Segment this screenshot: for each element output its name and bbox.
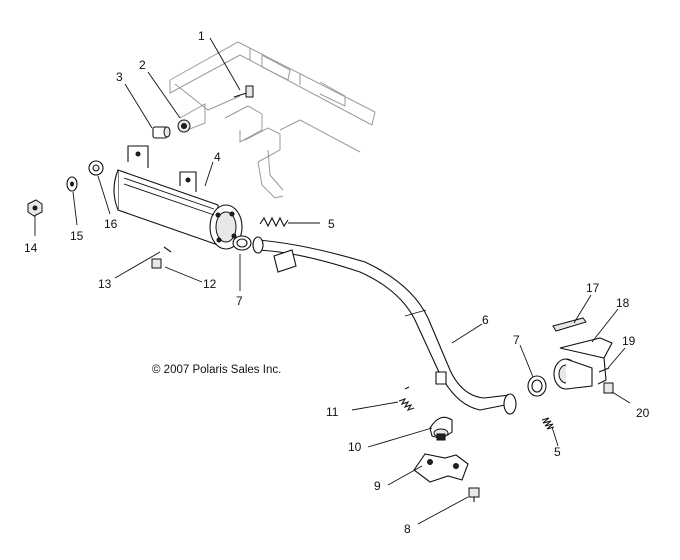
pin-part-13	[163, 246, 172, 253]
callout-19: 19	[622, 334, 636, 348]
copyright-notice: © 2007 Polaris Sales Inc.	[152, 364, 281, 376]
washer-part-15	[66, 176, 78, 192]
spacer-part-3	[152, 126, 171, 139]
damper-part-10	[429, 416, 453, 441]
callout-13: 13	[98, 277, 112, 291]
callout-6: 6	[482, 313, 489, 327]
spring-part-5-lower	[541, 417, 555, 430]
callout-1: 1	[198, 29, 205, 43]
screw-part-19	[598, 367, 610, 373]
head-pipe-part-6	[252, 236, 517, 415]
bolt-part-1	[233, 85, 254, 98]
callout-8: 8	[404, 522, 411, 536]
callout-5-upper: 5	[328, 217, 335, 231]
grommet-part-2	[177, 119, 191, 133]
muffler-part-4	[113, 145, 243, 250]
callout-5-lower: 5	[554, 445, 561, 459]
callout-17: 17	[586, 281, 600, 295]
leader-lines	[34, 37, 631, 525]
gasket-part-7-right	[527, 375, 547, 397]
callout-7-right: 7	[513, 333, 520, 347]
callout-4: 4	[214, 150, 221, 164]
callout-20: 20	[636, 406, 650, 420]
bolt-part-8	[468, 487, 480, 502]
callout-7-left: 7	[236, 294, 243, 308]
callout-9: 9	[374, 479, 381, 493]
nut-part-20	[603, 382, 614, 394]
callout-10: 10	[348, 440, 362, 454]
gasket-part-17	[552, 317, 587, 332]
callout-11: 11	[326, 405, 339, 419]
callout-labels: 1 2 3 4 5 5 6 7 7 8 9 10 11 12 13 14 15 …	[24, 29, 650, 536]
gasket-part-7-left	[232, 235, 252, 251]
spring-part-5-upper	[259, 216, 289, 228]
callout-16: 16	[104, 217, 118, 231]
nut-part-14	[27, 199, 43, 217]
callout-15: 15	[70, 229, 84, 243]
callout-2: 2	[139, 58, 146, 72]
callout-18: 18	[616, 296, 630, 310]
frame-assembly	[169, 41, 376, 199]
washer-part-16	[88, 160, 104, 176]
callout-3: 3	[116, 70, 123, 84]
callout-12: 12	[203, 277, 217, 291]
flange-part-18	[553, 337, 613, 390]
spring-part-11	[398, 386, 415, 411]
clip-part-12	[151, 258, 162, 269]
bracket-part-9	[413, 453, 469, 483]
callout-14: 14	[24, 241, 38, 255]
